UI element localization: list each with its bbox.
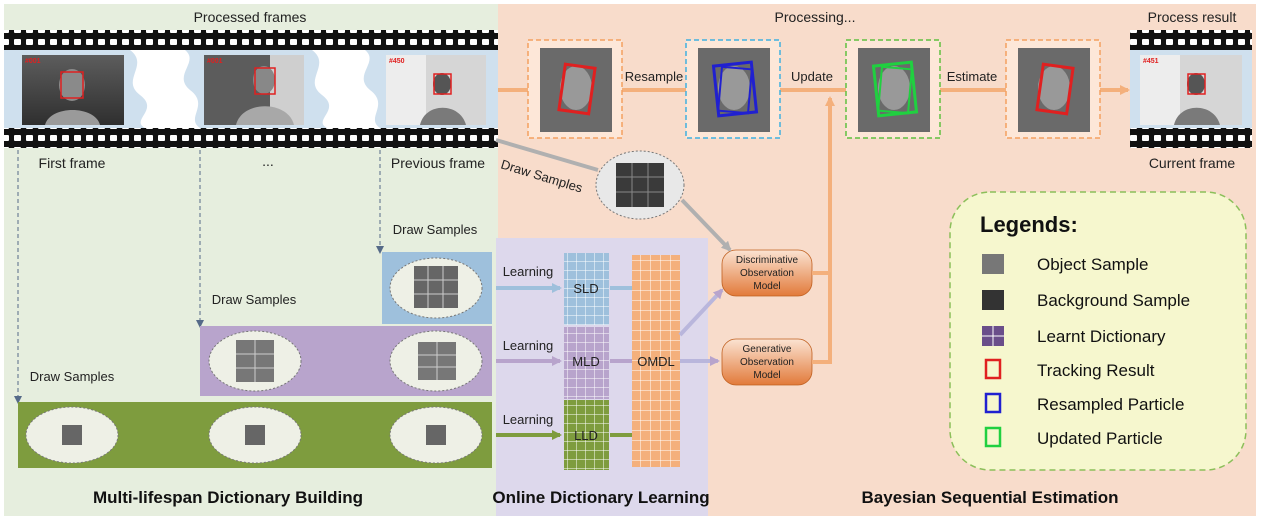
generative-line-1: Generative (743, 344, 792, 355)
step-frame-resample (685, 39, 781, 139)
learning-label-long: Learning (503, 412, 554, 427)
discriminative-line-1: Discriminative (736, 255, 799, 266)
processed-frames-label: Processed frames (194, 9, 307, 25)
update-label: Update (791, 69, 833, 84)
mld-dictionary (564, 327, 609, 399)
background-sample-icon (982, 290, 1004, 310)
legend-title: Legends: (980, 212, 1078, 237)
middle-frame-id: #001 (207, 58, 223, 65)
step-frame-tracking-in (527, 39, 623, 139)
object-sample-icon (982, 254, 1004, 274)
current-frame-label: Current frame (1149, 155, 1236, 171)
right-section-title: Bayesian Sequential Estimation (862, 488, 1119, 507)
tracking-result-icon (984, 358, 1002, 380)
long-sample-cloud-1 (25, 406, 119, 464)
result-frame-id: #451 (1143, 58, 1159, 65)
updated-particle-icon (984, 426, 1002, 448)
legend-item-resampled: Resampled Particle (1037, 395, 1184, 414)
background-sample-cloud (595, 150, 685, 220)
process-result-label: Process result (1148, 9, 1237, 25)
middle-section-title: Online Dictionary Learning (492, 488, 709, 507)
omdl-label: OMDL (637, 354, 675, 369)
legend-item-updated: Updated Particle (1037, 429, 1163, 448)
lld-label: LLD (574, 428, 598, 443)
estimate-label: Estimate (947, 69, 998, 84)
previous-frame-image: #450 (386, 55, 486, 125)
first-frame-image: #001 (22, 55, 124, 125)
left-section-title: Multi-lifespan Dictionary Building (93, 488, 363, 507)
learning-label-medium: Learning (503, 338, 554, 353)
processing-label: Processing... (775, 9, 856, 25)
draw-samples-medium-label: Draw Samples (212, 292, 297, 307)
middle-frame-image: #001 (204, 55, 304, 125)
dictionary-icon (982, 326, 1004, 346)
legend-item-background: Background Sample (1037, 291, 1190, 310)
step-frame-estimate (1005, 39, 1101, 139)
models-to-update (812, 98, 830, 364)
first-frame-id: #001 (25, 58, 41, 65)
legend-item-object: Object Sample (1037, 255, 1149, 274)
generative-line-3: Model (753, 370, 780, 381)
sld-dictionary (564, 253, 609, 325)
ellipsis-label: ... (262, 153, 274, 169)
generative-line-2: Observation (740, 357, 794, 368)
result-film-strip: #451 (1130, 30, 1252, 148)
long-sample-cloud-3 (389, 406, 483, 464)
previous-frame-label: Previous frame (391, 155, 485, 171)
first-frame-label: First frame (39, 155, 106, 171)
short-sample-cloud (389, 257, 483, 319)
previous-frame-id: #450 (389, 58, 405, 65)
resampled-particle-icon (984, 392, 1002, 414)
omdl-dictionary (632, 255, 680, 467)
medium-sample-cloud-2 (389, 330, 483, 392)
generative-model: Generative Observation Model (721, 338, 813, 386)
medium-sample-cloud-1 (208, 330, 302, 392)
discriminative-line-3: Model (753, 281, 780, 292)
draw-samples-short-label: Draw Samples (393, 222, 478, 237)
resample-label: Resample (625, 69, 684, 84)
draw-samples-long-label: Draw Samples (30, 369, 115, 384)
legend-box: Legends: Object Sample Background Sample… (949, 191, 1247, 471)
step-frame-update (845, 39, 941, 139)
sld-label: SLD (573, 281, 598, 296)
legend-item-tracking: Tracking Result (1037, 361, 1155, 380)
mld-label: MLD (572, 354, 599, 369)
omdl-to-discriminative (678, 288, 724, 337)
discriminative-line-2: Observation (740, 268, 794, 279)
discriminative-model: Discriminative Observation Model (721, 249, 813, 297)
long-sample-cloud-2 (208, 406, 302, 464)
learning-label-short: Learning (503, 264, 554, 279)
draw-samples-gray-arrow (495, 138, 730, 250)
legend-item-dictionary: Learnt Dictionary (1037, 327, 1166, 346)
lld-dictionary (564, 400, 609, 470)
